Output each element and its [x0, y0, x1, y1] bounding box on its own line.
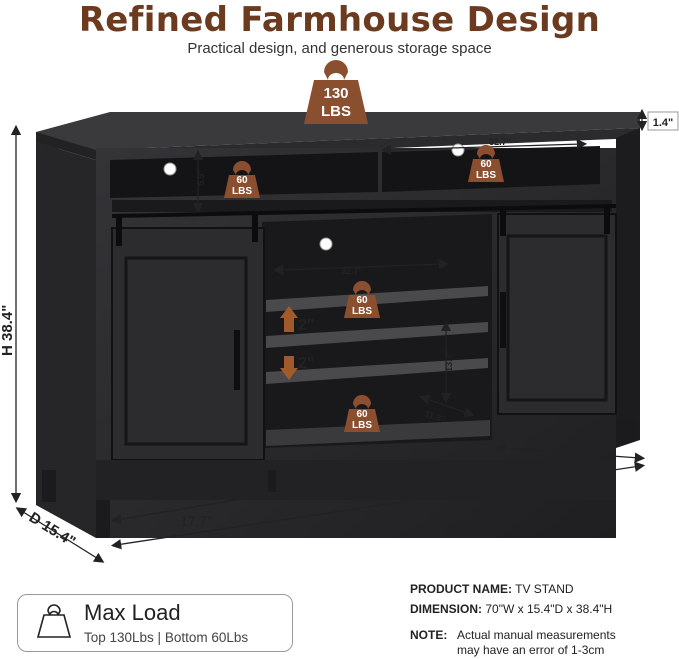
- dimension-lines: [10, 108, 648, 563]
- shelf-adjust-down-icon: [280, 356, 298, 380]
- upper-left-weight-value: 60: [236, 175, 248, 186]
- shelf-height-label: 13.7": [444, 350, 454, 372]
- spec-dimension-value: 70"W x 15.4"D x 38.4"H: [485, 602, 613, 616]
- spec-note: NOTE:: [410, 628, 447, 642]
- top-weight-value: 130: [323, 85, 348, 102]
- page-title: Refined Farmhouse Design: [78, 0, 601, 40]
- upper-height-label: 5.9": [196, 169, 206, 186]
- upper-width-label: 32.7": [489, 137, 511, 147]
- upper-right-weight-value: 60: [480, 159, 492, 170]
- tv-stand: [36, 112, 640, 538]
- bottom-weight-unit: LBS: [352, 420, 372, 431]
- shelf-adjust-down-label: 2": [298, 355, 314, 372]
- cabinet-right-width-label: 17.7": [560, 445, 592, 461]
- overall-width-label: W 70": [346, 487, 386, 504]
- spec-dimension-label: DIMENSION:: [410, 602, 482, 616]
- spec-dimension: DIMENSION: 70"W x 15.4"D x 38.4"H: [410, 602, 612, 616]
- shelf-weight-value: 60: [356, 295, 368, 306]
- spec-product-value: TV STAND: [515, 582, 574, 596]
- max-load-detail: Top 130Lbs | Bottom 60Lbs: [84, 630, 249, 645]
- top-thickness-label: 1.4": [653, 117, 674, 129]
- spec-product-label: PRODUCT NAME:: [410, 582, 512, 596]
- upper-left-weight-unit: LBS: [232, 186, 252, 197]
- shelf-weight-unit: LBS: [352, 306, 372, 317]
- spec-note-line1: Actual manual measurements: [457, 628, 616, 642]
- middle-width-label: 32.7": [341, 266, 363, 276]
- upper-right-weight-unit: LBS: [476, 170, 496, 181]
- overall-height-label: H 38.4": [0, 305, 16, 356]
- top-weight-unit: LBS: [321, 103, 351, 120]
- shelf-adjust-up-label: 2": [298, 317, 314, 334]
- bottom-weight-value: 60: [356, 409, 368, 420]
- spec-note-label: NOTE:: [410, 628, 448, 642]
- spec-note-line2: may have an error of 1-3cm: [457, 643, 605, 657]
- weight-outline-icon: [36, 604, 72, 638]
- max-load-card: Max Load Top 130Lbs | Bottom 60Lbs: [17, 594, 293, 652]
- cabinet-left-width-label: 17.7": [180, 513, 212, 529]
- weight-icon-top: [304, 60, 368, 124]
- spec-product: PRODUCT NAME: TV STAND: [410, 582, 574, 596]
- shelf-adjust-up-icon: [280, 306, 298, 332]
- page-subtitle: Practical design, and generous storage s…: [187, 40, 492, 57]
- max-load-title: Max Load: [84, 600, 181, 625]
